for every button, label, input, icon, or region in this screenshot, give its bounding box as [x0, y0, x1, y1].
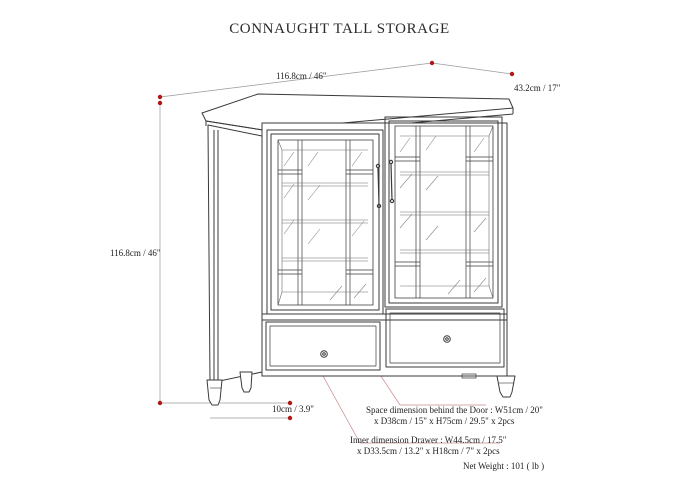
marker-height-bottom — [157, 400, 163, 406]
leg-back-left — [239, 371, 253, 393]
door-handles — [375, 159, 395, 209]
page-title: CONNAUGHT TALL STORAGE — [229, 21, 450, 37]
dimension-markers — [157, 60, 515, 421]
dimension-lines — [159, 62, 513, 419]
net-weight-label: Net Weight : 101 ( lb ) — [463, 461, 545, 471]
width-dimension-line — [159, 62, 433, 98]
marker-depth-right — [509, 71, 515, 77]
marker-leg-bottom — [287, 415, 293, 421]
marker-width-right — [429, 60, 435, 66]
cabinet-left-side — [207, 124, 263, 384]
drawer-note-line1: Inner dimension Drawer : W44.5cm / 17.5" — [350, 435, 507, 445]
right-drawer — [385, 308, 505, 368]
door-space-note-line2: x D38cm / 15" x H75cm / 29.5" x 2pcs — [374, 416, 515, 426]
marker-width-left — [157, 94, 163, 100]
cabinet — [201, 93, 516, 406]
door-space-note-line1: Space dimension behind the Door : W51cm … — [366, 405, 543, 415]
height-dimension-label: 116.8cm / 46" — [110, 248, 161, 258]
marker-leg-top — [287, 400, 293, 406]
width-dimension-label: 116.8cm / 46" — [276, 71, 327, 81]
left-drawer — [265, 321, 381, 371]
right-door — [384, 116, 503, 308]
leg-front-right — [496, 375, 516, 398]
depth-dimension-label: 43.2cm / 17" — [514, 83, 561, 93]
drawer-note-line2: x D33.5cm / 13.2" x H18cm / 7" x 2pcs — [357, 446, 500, 456]
left-door — [266, 129, 384, 315]
legs — [206, 371, 516, 406]
leg-dimension-label: 10cm / 3.9" — [272, 404, 314, 414]
marker-height-top — [157, 100, 163, 106]
depth-dimension-line — [431, 62, 513, 75]
leg-front-left — [206, 379, 223, 406]
